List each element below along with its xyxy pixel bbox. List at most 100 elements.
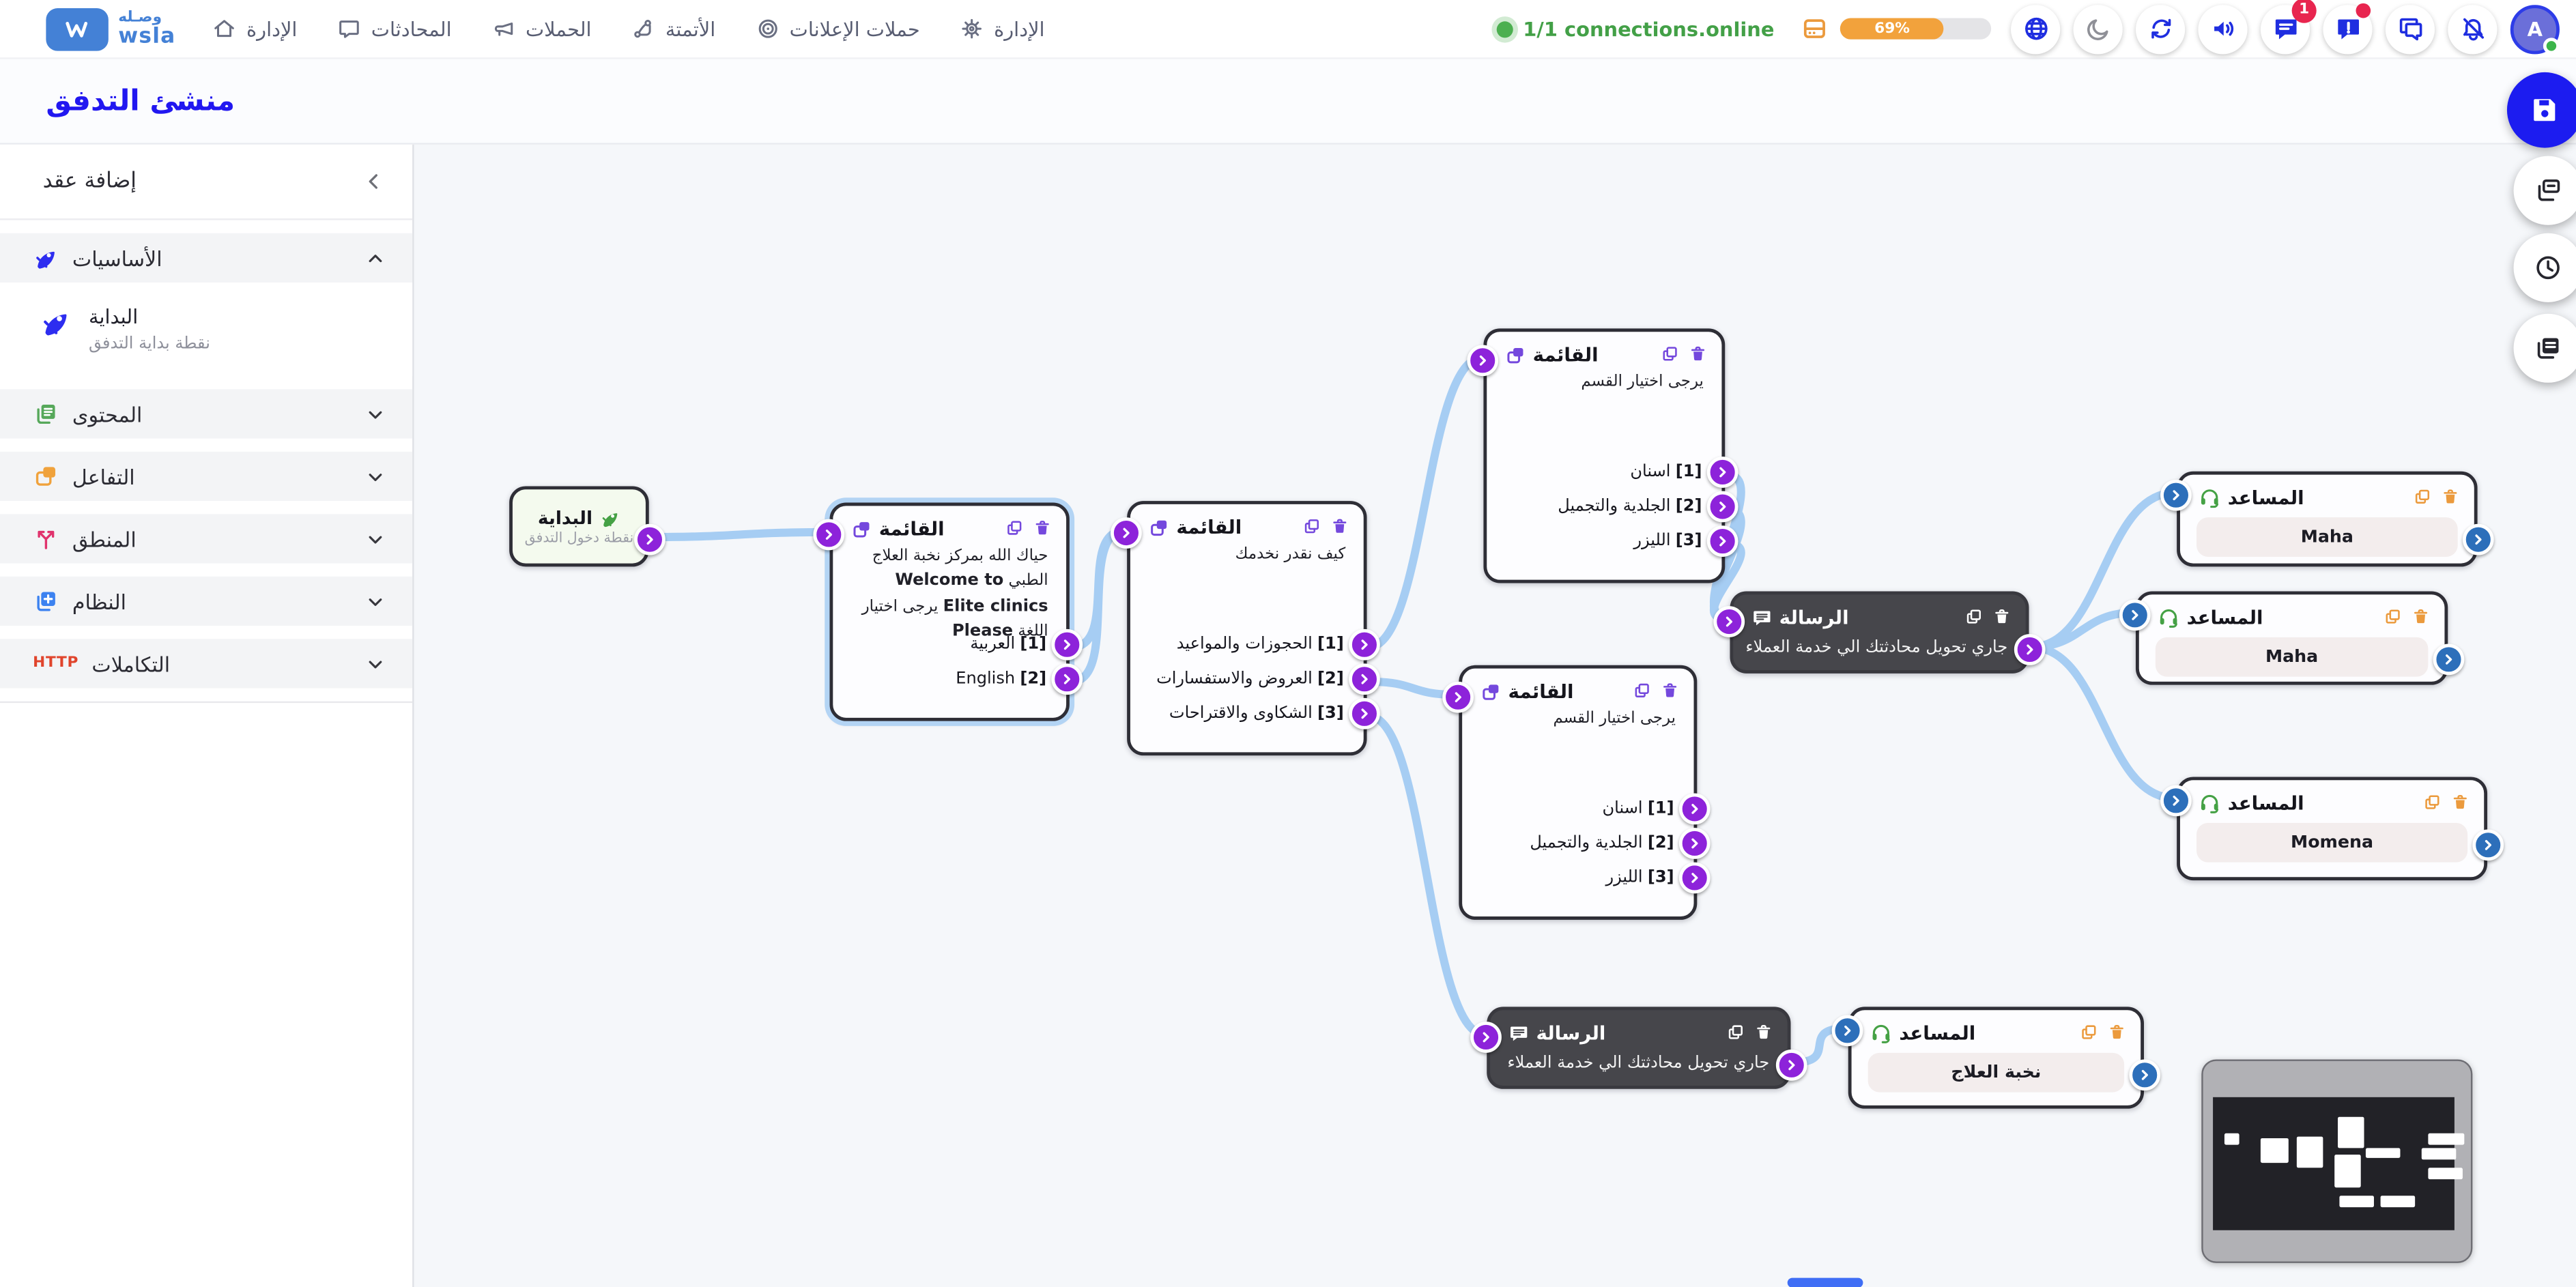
- handle-option-menu3-1[interactable]: [1706, 491, 1738, 523]
- handle-in-menu3[interactable]: [1467, 345, 1499, 377]
- chats-button[interactable]: [2385, 4, 2435, 54]
- duplicate-node-button[interactable]: [1965, 608, 1983, 626]
- duplicate-node-button[interactable]: [1005, 519, 1023, 537]
- save-fab-button[interactable]: [2506, 72, 2576, 148]
- handle-out-msg2[interactable]: [1775, 1050, 1807, 1081]
- handle-in-msg2[interactable]: [1470, 1022, 1502, 1053]
- handle-option-menu3-2[interactable]: [1706, 525, 1738, 557]
- edge-msg1-agent3[interactable]: [2026, 643, 2179, 802]
- edge-menu1-menu2[interactable]: [1067, 526, 1130, 686]
- palette-section-basics[interactable]: الأساسيات: [0, 233, 413, 283]
- handle-in-msg1[interactable]: [1713, 606, 1745, 637]
- delete-node-button[interactable]: [2451, 794, 2469, 811]
- layers-fab-button[interactable]: [2513, 156, 2576, 225]
- moon-button[interactable]: [2073, 4, 2123, 54]
- edge-menu2-menu3[interactable]: [1364, 353, 1487, 652]
- clock-fab-button[interactable]: [2513, 233, 2576, 302]
- edge-start-menu1[interactable]: [646, 527, 833, 542]
- collapse-sidebar-chevron-left-icon[interactable]: [362, 169, 386, 194]
- handle-option-menu4-1[interactable]: [1678, 828, 1711, 859]
- delete-node-button[interactable]: [2412, 608, 2429, 626]
- bell-slash-icon: [2462, 18, 2483, 41]
- nav-item-4[interactable]: حملات الإعلانات: [755, 16, 920, 41]
- refresh-button[interactable]: [2135, 4, 2186, 54]
- minimap-node-10: [2380, 1196, 2416, 1208]
- user-avatar[interactable]: A: [2510, 4, 2560, 54]
- volume-button[interactable]: [2198, 4, 2248, 54]
- handle-out-start[interactable]: [634, 523, 666, 555]
- duplicate-node-button[interactable]: [2423, 794, 2441, 811]
- chat-lines-button[interactable]: 1: [2260, 0, 2317, 54]
- minimap[interactable]: [2201, 1059, 2473, 1263]
- nav-item-1[interactable]: المحادثات: [337, 16, 452, 41]
- bell-slash-button[interactable]: [2448, 4, 2498, 54]
- handle-option-menu3-0[interactable]: [1706, 457, 1738, 488]
- handle-option-menu4-2[interactable]: [1678, 862, 1711, 894]
- add-node-header[interactable]: إضافة عقد: [0, 145, 413, 220]
- duplicate-node-button[interactable]: [2414, 488, 2431, 506]
- delete-node-button[interactable]: [2108, 1023, 2126, 1041]
- handle-out-msg1[interactable]: [2014, 634, 2046, 665]
- handle-in-agent4[interactable]: [1831, 1015, 1863, 1047]
- nav-item-3[interactable]: الأتمتة: [631, 16, 715, 41]
- delete-node-button[interactable]: [2442, 488, 2459, 506]
- handle-option-menu4-0[interactable]: [1678, 793, 1711, 825]
- delete-node-button[interactable]: [1993, 608, 2011, 626]
- duplicate-node-button[interactable]: [1633, 682, 1650, 699]
- delete-node-button[interactable]: [1661, 682, 1678, 699]
- handle-out-agent1[interactable]: [2462, 523, 2494, 555]
- duplicate-node-button[interactable]: [1661, 345, 1678, 362]
- duplicate-node-button[interactable]: [1303, 517, 1321, 535]
- globe-button[interactable]: [2011, 4, 2061, 54]
- handle-in-menu1[interactable]: [813, 519, 845, 551]
- handle-out-agent2[interactable]: [2433, 644, 2465, 676]
- handle-option-menu2-2[interactable]: [1349, 697, 1380, 729]
- edge-msg1-agent2[interactable]: [2026, 608, 2138, 652]
- handle-in-agent2[interactable]: [2119, 599, 2151, 631]
- handle-in-menu4[interactable]: [1442, 681, 1474, 713]
- handle-option-menu2-0[interactable]: [1349, 628, 1380, 661]
- handle-out-agent4[interactable]: [2129, 1059, 2161, 1091]
- handle-in-agent1[interactable]: [2160, 479, 2192, 511]
- brand-logo[interactable]: وصـله wsla: [46, 7, 175, 50]
- handle-option-menu1-0[interactable]: [1051, 628, 1083, 661]
- delete-node-button[interactable]: [1331, 517, 1349, 535]
- server-icon: [1803, 19, 1825, 38]
- duplicate-node-button[interactable]: [2384, 608, 2401, 626]
- handle-out-agent3[interactable]: [2472, 829, 2504, 861]
- handle-option-menu2-1[interactable]: [1349, 663, 1380, 695]
- nav-item-2[interactable]: الحملات: [491, 16, 592, 41]
- nav-item-0[interactable]: الإدارة: [212, 16, 297, 41]
- arrow-right-icon: [1361, 674, 1368, 684]
- nav-item-5[interactable]: الإدارة: [960, 16, 1045, 41]
- duplicate-node-button[interactable]: [1727, 1023, 1745, 1041]
- palette-section-logic[interactable]: المنطق: [0, 514, 413, 564]
- horizontal-scrollbar-thumb[interactable]: [1787, 1277, 1863, 1287]
- delete-node-button[interactable]: [1033, 519, 1051, 537]
- palette-section-system[interactable]: النظام: [0, 576, 413, 626]
- palette-section-interaction[interactable]: التفاعل: [0, 451, 413, 502]
- logs-fab-button[interactable]: [2513, 313, 2576, 383]
- handle-option-menu1-1[interactable]: [1051, 663, 1083, 695]
- duplicate-node-button[interactable]: [2080, 1023, 2098, 1041]
- palette-section-content[interactable]: المحتوى: [0, 389, 413, 439]
- chat-alert-button[interactable]: [2323, 2, 2373, 54]
- edge-menu2-msg2[interactable]: [1364, 712, 1489, 1039]
- handle-in-agent3[interactable]: [2160, 785, 2192, 817]
- delete-node-button[interactable]: [1755, 1023, 1773, 1041]
- handle-in-menu2[interactable]: [1111, 517, 1142, 549]
- delete-node-button[interactable]: [1689, 345, 1706, 362]
